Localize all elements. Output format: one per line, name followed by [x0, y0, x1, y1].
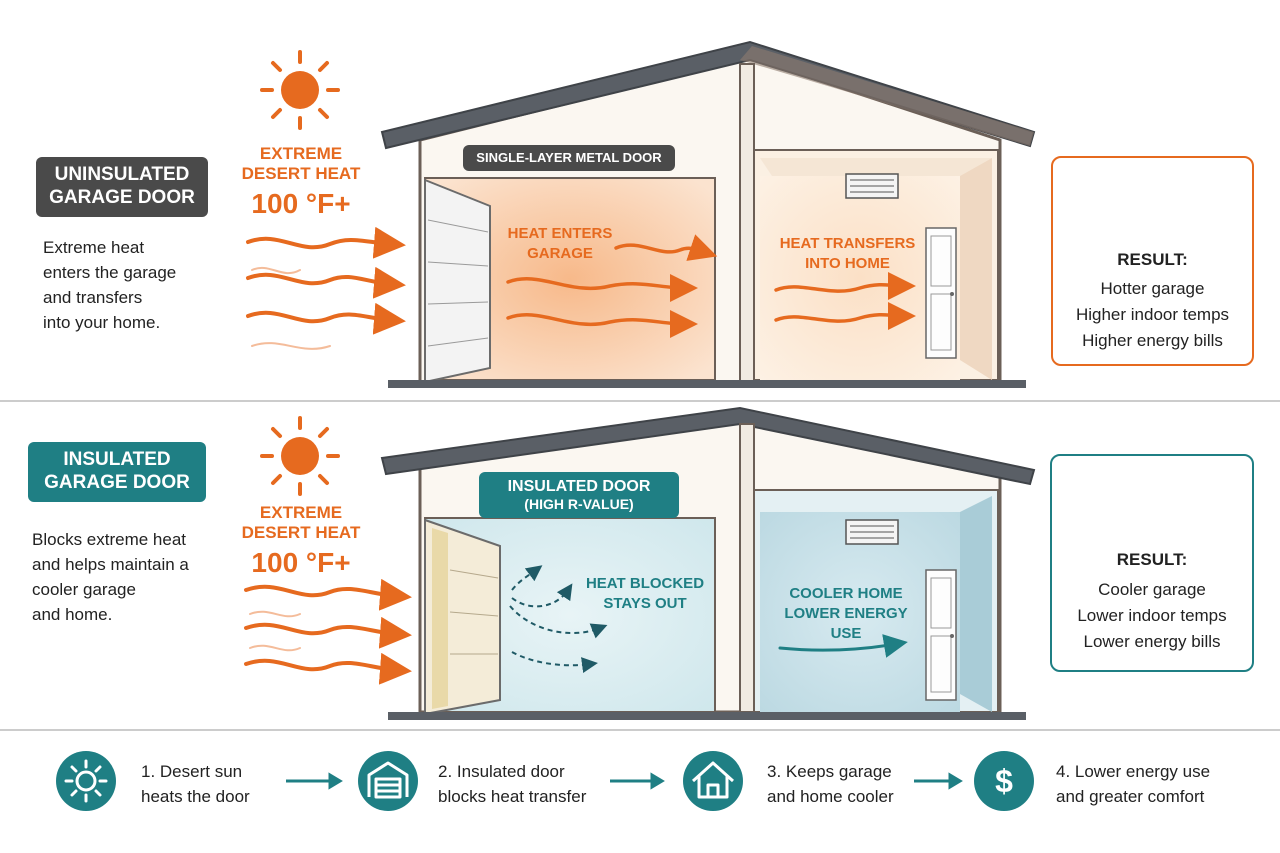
insulated-result-box: RESULT: Cooler garage Lower indoor temps… [1050, 454, 1254, 672]
home-label: HEAT TRANSFERS INTO HOME [770, 234, 925, 274]
insulated-description: Blocks extreme heat and helps maintain a… [32, 527, 189, 627]
step-arrows [286, 772, 963, 790]
garage-label: HEAT ENTERS GARAGE [490, 224, 630, 264]
description-line: and transfers [43, 288, 143, 307]
result-line: Higher indoor temps [1075, 305, 1230, 324]
result-line: Lower indoor temps [1077, 606, 1227, 625]
step-3: 3. Keeps garage and home cooler [767, 759, 894, 809]
description-line: Blocks extreme heat [32, 530, 187, 549]
heat-callout: EXTREME DESERT HEAT 100 °F+ [236, 503, 366, 579]
step-line: blocks heat transfer [438, 787, 587, 806]
step-line: 2. Insulated door [438, 762, 565, 781]
description-line: cooler garage [32, 580, 136, 599]
description-line: into your home. [43, 313, 161, 332]
sun-icon [64, 759, 108, 803]
badge-line: INSULATED [63, 449, 171, 471]
door-label-tag: SINGLE-LAYER METAL DOOR [463, 145, 675, 171]
heat-waves-garage [506, 234, 718, 338]
house-icon [691, 761, 735, 799]
step-line: 3. Keeps garage [767, 762, 892, 781]
uninsulated-description: Extreme heat enters the garage and trans… [43, 235, 176, 335]
result-line: Cooler garage [1098, 580, 1206, 599]
step-line: 4. Lower energy use [1056, 762, 1211, 781]
result-lines: Cooler garage Lower indoor temps Lower e… [1052, 577, 1252, 655]
heat-waves-home [774, 271, 916, 330]
result-line: Hotter garage [1100, 279, 1205, 298]
label-line: STAYS OUT [603, 595, 687, 612]
heat-callout: EXTREME DESERT HEAT 100 °F+ [236, 144, 366, 220]
heat-temperature: 100 °F+ [251, 187, 351, 219]
result-line: Higher energy bills [1082, 331, 1223, 350]
step-line: 1. Desert sun [141, 762, 243, 781]
uninsulated-house [380, 40, 1036, 388]
label-line: LOWER ENERGY USE [784, 605, 908, 642]
insulated-badge: INSULATED GARAGE DOOR [28, 442, 206, 502]
step-line: heats the door [141, 787, 250, 806]
step-line: and greater comfort [1056, 787, 1205, 806]
heat-waves-outdoor [246, 226, 406, 350]
label-line: GARAGE [527, 245, 593, 262]
door-label-tag: INSULATED DOOR (HIGH R-VALUE) [479, 472, 679, 518]
sun-icon [260, 416, 340, 496]
svg-text:$: $ [995, 763, 1013, 799]
heat-line: DESERT HEAT [241, 523, 361, 543]
door-label-line: INSULATED DOOR [507, 478, 651, 495]
description-line: Extreme heat [43, 238, 145, 257]
garage-door-icon [367, 761, 409, 799]
home-label: COOLER HOME LOWER ENERGY USE [768, 584, 924, 644]
description-line: enters the garage [43, 263, 177, 282]
result-line: Lower energy bills [1083, 632, 1221, 651]
uninsulated-result-box: RESULT: Hotter garage Higher indoor temp… [1051, 156, 1254, 366]
door-label: SINGLE-LAYER METAL DOOR [476, 150, 662, 166]
deflected-heat-arrows [509, 565, 608, 673]
badge-line: GARAGE DOOR [44, 472, 190, 493]
garage-label: HEAT BLOCKED STAYS OUT [570, 574, 720, 614]
sun-icon [260, 50, 340, 130]
dollar-icon: $ [995, 763, 1013, 799]
step-1: 1. Desert sun heats the door [141, 759, 250, 809]
door-label-line: (HIGH R-VALUE) [524, 496, 634, 513]
insulated-house [380, 406, 1036, 720]
heat-line: EXTREME [259, 144, 343, 163]
cool-flow-arrow [778, 634, 908, 658]
label-line: HEAT TRANSFERS [779, 235, 916, 252]
label-line: INTO HOME [805, 255, 890, 272]
step-line: and home cooler [767, 787, 894, 806]
heat-line: EXTREME [259, 503, 343, 522]
description-line: and helps maintain a [32, 555, 189, 574]
heat-line: DESERT HEAT [241, 164, 361, 184]
badge-line: GARAGE DOOR [49, 187, 195, 208]
step-4: 4. Lower energy use and greater comfort [1056, 759, 1210, 809]
label-line: COOLER HOME [789, 585, 903, 602]
badge-line: UNINSULATED [54, 164, 190, 186]
result-title: RESULT: [1117, 250, 1188, 269]
heat-waves-outdoor-blocked [244, 578, 412, 685]
uninsulated-badge: UNINSULATED GARAGE DOOR [36, 157, 208, 217]
result-lines: Hotter garage Higher indoor temps Higher… [1053, 276, 1252, 354]
label-line: HEAT ENTERS [507, 225, 613, 242]
step-2: 2. Insulated door blocks heat transfer [438, 759, 586, 809]
description-line: and home. [32, 605, 113, 624]
label-line: HEAT BLOCKED [585, 575, 705, 592]
heat-temperature: 100 °F+ [251, 546, 351, 578]
result-title: RESULT: [1116, 550, 1188, 569]
